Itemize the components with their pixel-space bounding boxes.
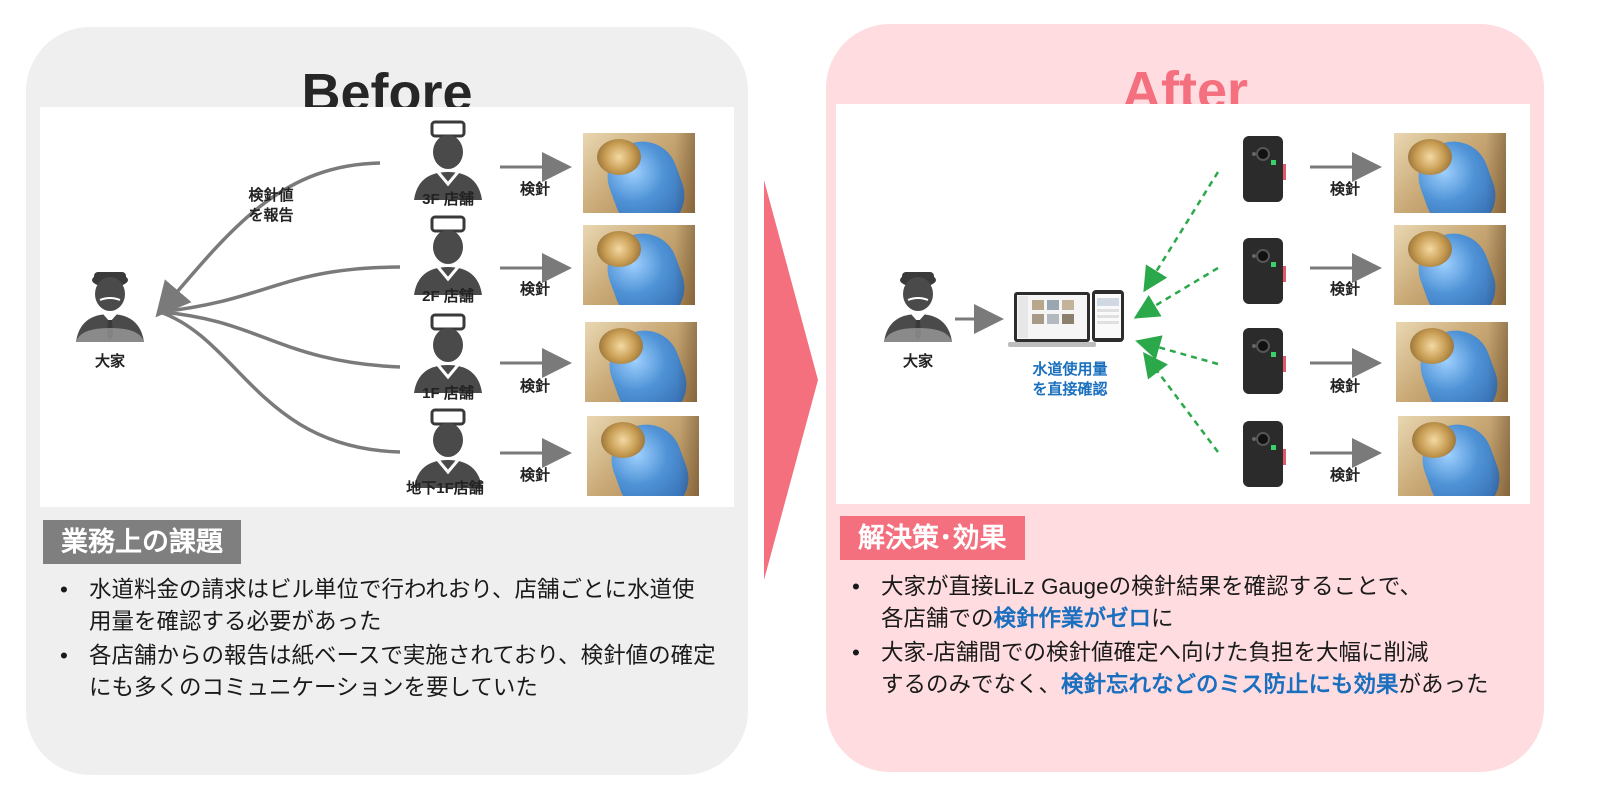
before-bullet-1: 水道料金の請求はビル単位で行われおり、店舗ごとに水道使用量を確認する必要があった bbox=[56, 574, 716, 638]
direct-check-label: 水道使用量 を直接確認 bbox=[1018, 360, 1122, 400]
water-meter-photo bbox=[585, 322, 697, 402]
device-read-label-1: 検針 bbox=[1329, 181, 1360, 198]
after-bullet-2-line1: 大家-店舗間での検針値確定へ向けた負担を大幅に削減 bbox=[881, 640, 1429, 665]
report-line-b1f bbox=[159, 310, 401, 454]
after-bullet-1-pre: 各店舗での bbox=[881, 606, 994, 631]
device-read-label-3: 検針 bbox=[1329, 378, 1360, 395]
report-line-3f bbox=[155, 161, 381, 318]
device-read-label-4: 検針 bbox=[1329, 467, 1360, 484]
before-owner-label: 大家 bbox=[94, 353, 125, 370]
after-owner-label: 大家 bbox=[902, 353, 933, 370]
before-bullet-list: 水道料金の請求はビル単位で行われおり、店舗ごとに水道使用量を確認する必要があった… bbox=[56, 574, 716, 706]
store-label-1f: 1F 店舗 bbox=[422, 385, 474, 402]
after-bullet-list: 大家が直接LiLz Gaugeの検針結果を確認することで、 各店舗での検針作業が… bbox=[848, 571, 1528, 703]
data-flow-arrow-2 bbox=[1133, 266, 1219, 319]
after-bullet-2: 大家-店舗間での検針値確定へ向けた負担を大幅に削減 するのみでなく、検針忘れなど… bbox=[848, 637, 1528, 701]
after-section-heading: 解決策･効果 bbox=[840, 516, 1025, 560]
after-bullet-1-line1: 大家が直接LiLz Gaugeの検針結果を確認することで、 bbox=[881, 574, 1423, 599]
after-owner-icon bbox=[884, 272, 952, 342]
after-bullet-1-highlight: 検針作業がゼロ bbox=[993, 606, 1152, 631]
device-read-label-2: 検針 bbox=[1329, 281, 1360, 298]
meter-read-label-2f: 検針 bbox=[519, 281, 550, 298]
direct-check-line2: を直接確認 bbox=[1032, 381, 1108, 398]
after-bullet-1: 大家が直接LiLz Gaugeの検針結果を確認することで、 各店舗での検針作業が… bbox=[848, 571, 1528, 635]
report-label-line2: を報告 bbox=[248, 207, 294, 224]
lilz-gauge-device-icon bbox=[1243, 136, 1286, 202]
after-bullet-2-post: があった bbox=[1398, 672, 1489, 697]
water-meter-photo bbox=[1394, 225, 1506, 305]
lilz-gauge-device-icon bbox=[1243, 328, 1286, 394]
direct-check-line1: 水道使用量 bbox=[1032, 361, 1108, 378]
water-meter-photo bbox=[1396, 322, 1508, 402]
store-worker-icon-1f bbox=[414, 313, 482, 393]
data-flow-arrow-3 bbox=[1135, 335, 1219, 366]
store-worker-icon-3f bbox=[414, 120, 482, 200]
meter-read-label-3f: 検針 bbox=[519, 181, 550, 198]
report-line-1f bbox=[159, 310, 401, 369]
before-to-after-arrow-icon bbox=[764, 180, 818, 580]
after-bullet-2-highlight: 検針忘れなどのミス防止にも効果 bbox=[1061, 672, 1399, 697]
meter-read-label-1f: 検針 bbox=[519, 378, 550, 395]
water-meter-photo bbox=[1394, 133, 1506, 213]
water-meter-photo bbox=[587, 416, 699, 496]
after-bullet-1-post: に bbox=[1151, 606, 1174, 631]
store-label-3f: 3F 店舗 bbox=[422, 191, 474, 208]
report-label-line1: 検針値 bbox=[248, 187, 294, 204]
before-section-heading: 業務上の課題 bbox=[43, 520, 241, 564]
store-label-2f: 2F 店舗 bbox=[422, 288, 474, 305]
after-bullet-2-pre: するのみでなく、 bbox=[881, 672, 1062, 697]
meter-read-label-b1f: 検針 bbox=[519, 467, 550, 484]
store-worker-icon-2f bbox=[414, 215, 482, 295]
store-label-b1f: 地下1F店舗 bbox=[406, 480, 484, 497]
report-label: 検針値 を報告 bbox=[236, 186, 306, 226]
before-bullet-2: 各店舗からの報告は紙ベースで実施されており、検針値の確定にも多くのコミュニケーシ… bbox=[56, 640, 716, 704]
lilz-gauge-device-icon bbox=[1243, 238, 1286, 304]
water-meter-photo bbox=[583, 133, 695, 213]
store-worker-icon-b1f bbox=[414, 408, 482, 488]
data-flow-arrow-1 bbox=[1143, 171, 1220, 293]
water-meter-photo bbox=[583, 225, 695, 305]
owner-icon bbox=[76, 272, 144, 342]
water-meter-photo bbox=[1398, 416, 1510, 496]
dashboard-screen-icon bbox=[1008, 290, 1124, 347]
report-line-2f bbox=[159, 265, 401, 314]
data-flow-arrow-4 bbox=[1143, 352, 1219, 453]
lilz-gauge-device-icon bbox=[1243, 421, 1286, 487]
